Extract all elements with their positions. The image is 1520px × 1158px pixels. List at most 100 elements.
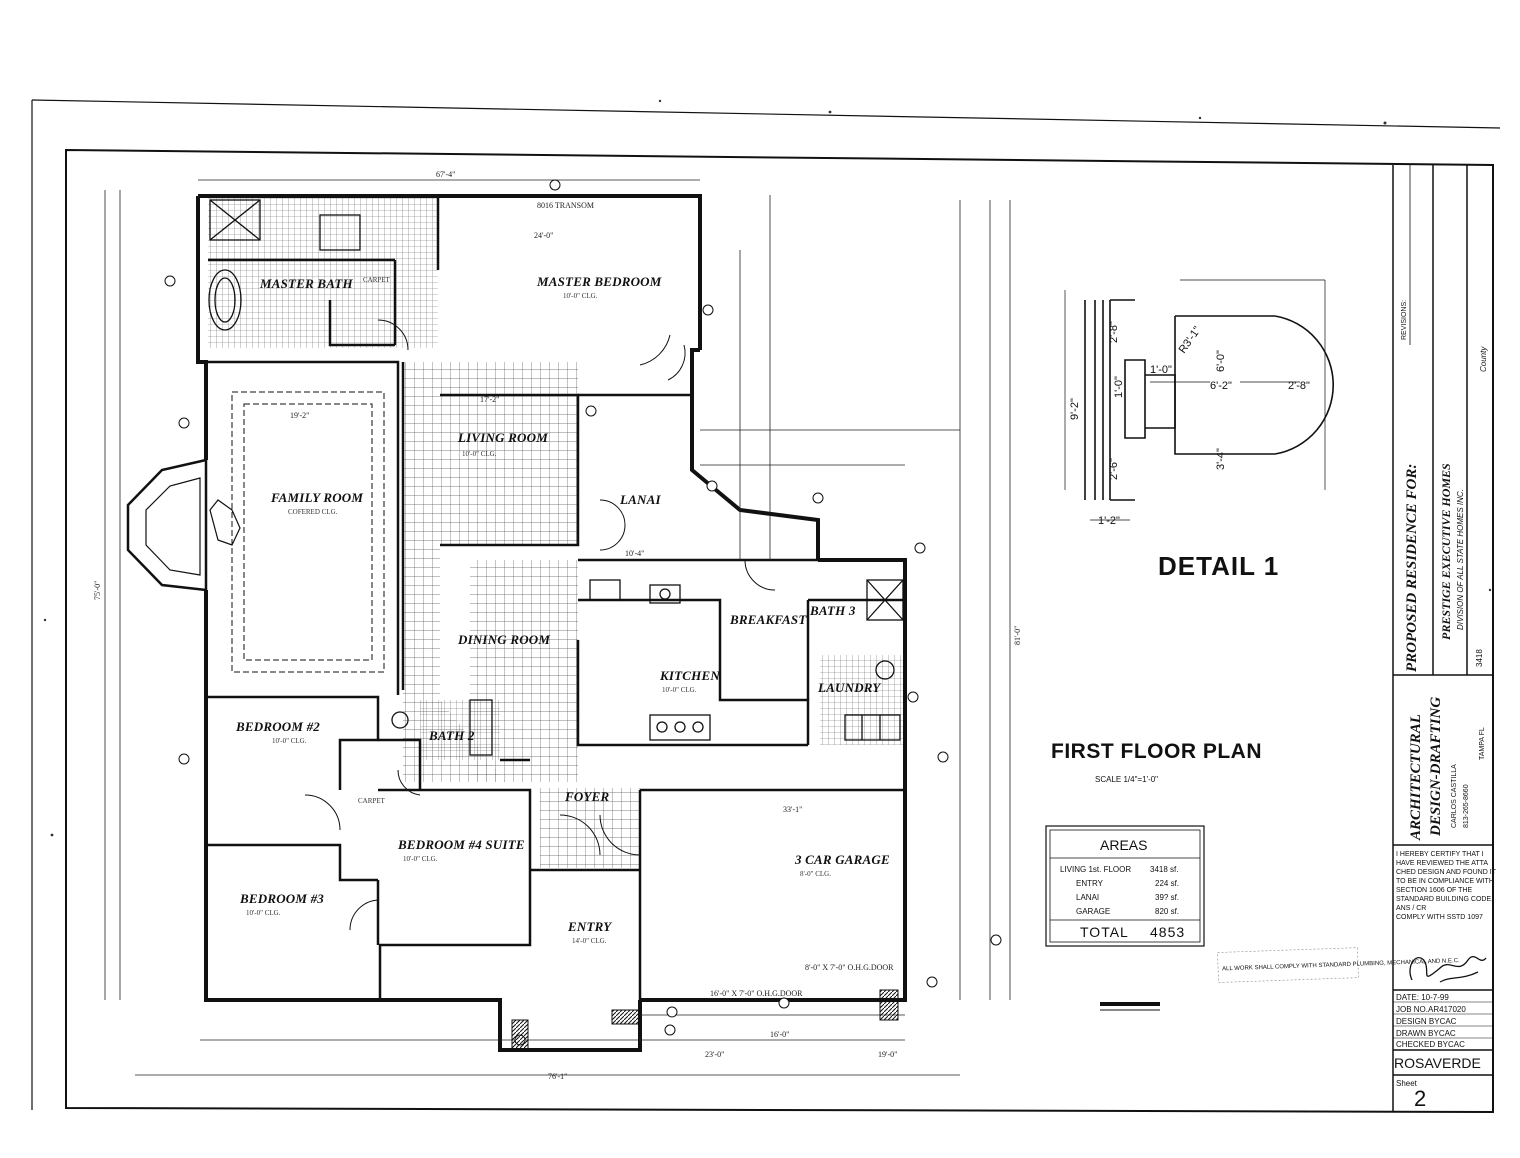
room-label-lanai: LANAI xyxy=(619,492,661,507)
room-label-breakfast: BREAKFAST xyxy=(729,612,807,627)
design-by-field: DESIGN BYCAC xyxy=(1396,1017,1457,1026)
coffered-ceiling-outline xyxy=(231,391,385,673)
plan-title: FIRST FLOOR PLAN xyxy=(1051,740,1262,763)
garage-door-note: 16'-0" X 7'-0" O.H.G.DOOR xyxy=(710,989,803,998)
detail-drawing xyxy=(1064,279,1334,521)
scale-bar xyxy=(1100,1002,1160,1011)
interior-walls xyxy=(206,196,905,1000)
date-field: DATE: 10-7-99 xyxy=(1396,993,1449,1002)
detail-dim-2: R3'-1" xyxy=(1177,324,1204,355)
detail-dim-3: 6'-0" xyxy=(1215,350,1227,372)
dim-bottom-23: 23'-0" xyxy=(705,1050,724,1059)
firm-name-line-2: DESIGN-DRAFTING xyxy=(1428,697,1444,837)
detail-1: 2'-8" R3'-1" 6'-0" 1'-0" 1'-0" 6'-2" 2'-… xyxy=(1064,279,1334,581)
floor-plan: MASTER BATH MASTER BEDROOM 10'-0" CLG. L… xyxy=(93,170,1022,1081)
cert-line-3: CHED DESIGN AND FOUND IT xyxy=(1396,869,1497,876)
areas-row-1-label: LIVING 1st. FLOOR xyxy=(1060,865,1131,874)
plan-scale: SCALE 1/4"=1'-0" xyxy=(1095,775,1158,784)
cert-line-5: SECTION 1606 OF THE xyxy=(1396,887,1472,894)
dimension-lines xyxy=(104,179,1011,1076)
room-labels: MASTER BATH MASTER BEDROOM 10'-0" CLG. L… xyxy=(235,274,890,945)
scan-noise xyxy=(43,99,1492,837)
dim-bottom-16: 16'-0" xyxy=(770,1030,789,1039)
drawn-by-field: DRAWN BYCAC xyxy=(1396,1029,1456,1038)
room-label-master-bath: MASTER BATH xyxy=(259,276,354,291)
firm-person: CARLOS CASTILLA xyxy=(1451,764,1458,828)
firm-phone: 813-265-8660 xyxy=(1463,784,1470,828)
room-label-bedroom-4-suite: BEDROOM #4 SUITE xyxy=(397,837,525,852)
detail-dim-6: 6'-2" xyxy=(1210,380,1232,392)
cert-line-2: HAVE REVIEWED THE ATTA xyxy=(1396,860,1488,867)
dim-bottom-19: 19'-0" xyxy=(878,1050,897,1059)
room-label-3-car-garage: 3 CAR GARAGE xyxy=(794,852,890,867)
detail-dim-9: 2'-6" xyxy=(1108,458,1120,480)
room-note-bedroom-4: 10'-0" CLG. xyxy=(403,855,438,863)
cert-line-6: STANDARD BUILDING CODE, xyxy=(1396,896,1493,903)
areas-row-4-value: 820 sf. xyxy=(1155,907,1179,916)
detail-title: DETAIL 1 xyxy=(1158,551,1279,581)
room-label-bedroom-3: BEDROOM #3 xyxy=(239,891,324,906)
room-note-carpet-master: CARPET xyxy=(363,276,391,284)
areas-row-1-value: 3418 sf. xyxy=(1150,865,1178,874)
bay-window xyxy=(126,458,241,592)
detail-dim-5: 1'-0" xyxy=(1113,376,1125,398)
certification-text: I HEREBY CERTIFY THAT I HAVE REVIEWED TH… xyxy=(1396,851,1497,921)
sheet-label: Sheet xyxy=(1396,1079,1418,1088)
sheet-number: 2 xyxy=(1414,1086,1426,1111)
cert-line-4: TO BE IN COMPLIANCE WITH xyxy=(1396,878,1494,885)
exterior-walls xyxy=(196,194,907,1052)
dim-right-overall: 81'-0" xyxy=(1013,626,1022,645)
areas-row-3-value: 39? sf. xyxy=(1155,893,1179,902)
cert-line-7: ANS / CR xyxy=(1396,905,1426,912)
door-swings xyxy=(304,319,776,931)
detail-dim-1: 2'-8" xyxy=(1108,321,1120,343)
detail-dim-7: 2'-8" xyxy=(1288,380,1310,392)
areas-table: AREAS LIVING 1st. FLOOR 3418 sf. ENTRY 2… xyxy=(1045,825,1205,947)
areas-total-value: 4853 xyxy=(1150,924,1185,940)
model-number: 3418 xyxy=(1475,649,1484,667)
room-label-laundry: LAUNDRY xyxy=(817,680,881,695)
sheet-border xyxy=(31,99,1501,1114)
areas-row-2-value: 224 sf. xyxy=(1155,879,1179,888)
plan-title-block: FIRST FLOOR PLAN SCALE 1/4"=1'-0" xyxy=(1051,740,1262,784)
room-label-master-bedroom: MASTER BEDROOM xyxy=(536,274,662,289)
column-markers xyxy=(164,179,1002,1046)
areas-total-label: TOTAL xyxy=(1080,924,1129,940)
areas-row-4-label: GARAGE xyxy=(1076,907,1110,916)
title-block: REVISIONS: PROPOSED RESIDENCE FOR: PREST… xyxy=(1392,165,1497,1112)
room-note-family-room: COFERED CLG. xyxy=(288,508,338,516)
room-label-bath-2: BATH 2 xyxy=(428,728,475,743)
client-division: DIVISION OF ALL STATE HOMES INC. xyxy=(1456,489,1465,630)
room-label-living-room: LIVING ROOM xyxy=(457,430,548,445)
dim-left-overall: 75'-0" xyxy=(93,581,102,600)
detail-dim-8: 9'-2" xyxy=(1069,398,1081,420)
detail-dimensions: 2'-8" R3'-1" 6'-0" 1'-0" 1'-0" 6'-2" 2'-… xyxy=(1069,321,1310,527)
dimension-labels: 67'-4" 8016 TRANSOM 24'-0" 17'-2" 19'-2"… xyxy=(93,170,1022,1081)
room-label-foyer: FOYER xyxy=(564,789,609,804)
room-label-kitchen: KITCHEN xyxy=(659,668,720,683)
dim-bottom-overall: 76'-1" xyxy=(548,1072,567,1081)
code-compliance-stamp: ALL WORK SHALL COMPLY WITH STANDARD PLUM… xyxy=(1217,947,1460,983)
room-label-family-room: FAMILY ROOM xyxy=(270,490,363,505)
transom-note: 8016 TRANSOM xyxy=(537,201,594,210)
areas-heading: AREAS xyxy=(1100,837,1147,853)
room-note-bedroom-2: 10'-0" CLG. xyxy=(272,737,307,745)
revisions-label: REVISIONS: xyxy=(1401,300,1408,340)
signature xyxy=(1409,955,1487,983)
tile-floor-zones xyxy=(208,198,905,868)
room-label-dining-room: DINING ROOM xyxy=(457,632,550,647)
dim-lanai-width: 10'-4" xyxy=(625,549,644,558)
firm-name-line-1: ARCHITECTURAL xyxy=(1408,714,1424,841)
detail-dim-11: 1'-2" xyxy=(1098,515,1120,527)
dim-top-overall: 67'-4" xyxy=(436,170,455,179)
room-note-master-bedroom: 10'-0" CLG. xyxy=(563,292,598,300)
dim-garage-width: 33'-1" xyxy=(783,805,802,814)
room-label-bath-3: BATH 3 xyxy=(809,603,856,618)
room-note-bedroom-3: 10'-0" CLG. xyxy=(246,909,281,917)
proposed-residence-label: PROPOSED RESIDENCE FOR: xyxy=(1404,464,1420,672)
detail-dim-4: 1'-0" xyxy=(1150,364,1172,376)
room-label-entry: ENTRY xyxy=(567,919,612,934)
county-label: County xyxy=(1479,346,1488,372)
checked-by-field: CHECKED BYCAC xyxy=(1396,1040,1465,1049)
